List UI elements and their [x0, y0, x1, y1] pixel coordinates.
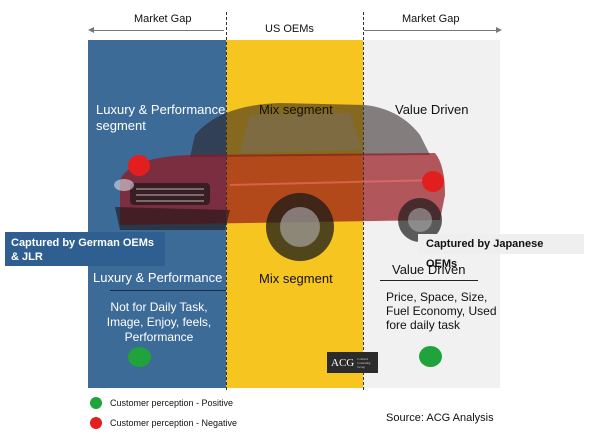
source-note: Source: ACG Analysis — [386, 412, 494, 424]
luxury-title-underline — [110, 290, 226, 291]
lower-mix-text: Mix segment — [259, 271, 333, 286]
upper-mix-text: Mix segment — [259, 102, 333, 117]
negative-dot-luxury — [128, 155, 150, 176]
legend-negative-dot — [90, 417, 102, 429]
lower-value-description: Price, Space, Size, Fuel Economy, Used f… — [386, 290, 497, 332]
german-oems-callout: Captured by German OEMs & JLR — [5, 232, 165, 266]
lower-luxury-title: Luxury & Performance — [93, 270, 223, 285]
acg-logo: ACG Comtech Consulting Group — [327, 352, 378, 373]
value-title-underline — [380, 280, 478, 281]
left-gap-arrow — [92, 30, 224, 31]
right-arrow-head — [496, 27, 502, 33]
right-divider-line — [363, 12, 364, 390]
lower-luxury-description: Not for Daily Task, Image, Enjoy, feels,… — [106, 300, 212, 344]
legend-positive-dot — [90, 397, 102, 409]
legend-positive-label: Customer perception - Positive — [110, 398, 234, 408]
legend-negative-label: Customer perception - Negative — [110, 418, 238, 428]
left-divider-line — [226, 12, 227, 390]
us-oems-label: US OEMs — [262, 23, 317, 35]
right-gap-arrow — [364, 30, 496, 31]
negative-dot-value — [422, 171, 444, 192]
upper-value-text: Value Driven — [395, 102, 469, 117]
right-market-gap-label: Market Gap — [402, 13, 460, 25]
positive-dot-value — [419, 346, 442, 367]
upper-luxury-text: Luxury & Performance segment — [96, 102, 226, 133]
japanese-oems-callout: Captured by Japanese OEMs — [418, 234, 584, 270]
positive-dot-luxury — [128, 347, 151, 367]
lower-value-title: Value Driven — [392, 262, 466, 277]
left-arrow-head — [88, 27, 94, 33]
acg-logo-subtitle: Comtech Consulting Group — [357, 356, 371, 369]
acg-logo-text: ACG — [331, 356, 355, 369]
left-market-gap-label: Market Gap — [134, 13, 192, 25]
